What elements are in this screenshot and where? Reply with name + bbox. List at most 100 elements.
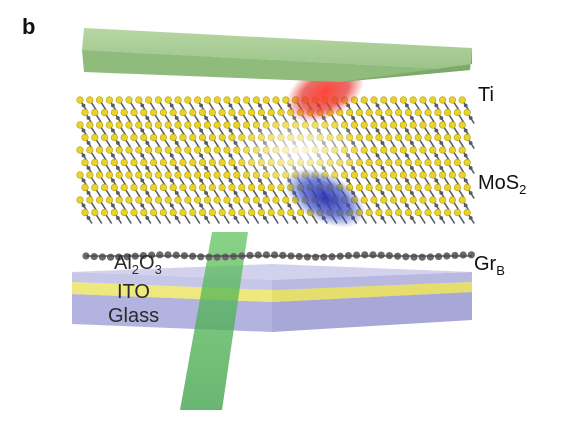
molybdenum-atom	[405, 153, 409, 158]
sulfur-atom	[434, 183, 442, 192]
sulfur-atom	[120, 183, 128, 192]
sulfur-atom	[448, 121, 457, 129]
sulfur-atom	[179, 183, 187, 192]
graphene-atom	[164, 251, 172, 259]
sulfur-atom	[233, 196, 241, 204]
sulfur-atom	[390, 121, 398, 129]
sulfur-atom	[164, 121, 172, 129]
sulfur-atom	[439, 171, 447, 179]
sulfur-atom	[91, 133, 99, 142]
sulfur-atom	[370, 146, 378, 154]
molybdenum-atom	[81, 153, 86, 158]
molybdenum-atom	[233, 166, 238, 170]
label-al2o3-s2: 3	[154, 262, 162, 277]
sulfur-atom	[105, 171, 113, 179]
molybdenum-atom	[169, 203, 174, 208]
label-al2o3-s1: 2	[131, 262, 140, 277]
sulfur-atom	[208, 183, 216, 192]
sulfur-atom	[385, 158, 393, 167]
hot-spot-glow	[230, 110, 370, 190]
sulfur-atom	[228, 183, 236, 192]
sulfur-atom	[115, 96, 123, 104]
sulfur-atom	[164, 171, 172, 179]
sulfur-atom	[390, 196, 398, 204]
molybdenum-atom	[111, 128, 115, 133]
sulfur-atom	[453, 183, 462, 192]
sulfur-atom	[395, 133, 403, 142]
graphene-atom	[426, 253, 434, 261]
graphene-atom	[271, 251, 279, 259]
molybdenum-atom	[86, 216, 91, 220]
sulfur-atom	[208, 133, 216, 142]
sulfur-atom	[458, 196, 466, 204]
sulfur-atom	[110, 208, 118, 217]
sulfur-atom	[81, 133, 89, 142]
molybdenum-atom	[204, 166, 209, 170]
molybdenum-atom	[228, 128, 233, 133]
sulfur-atom	[189, 183, 197, 192]
sulfur-atom	[100, 108, 109, 117]
sulfur-atom	[125, 171, 133, 179]
sulfur-atom	[115, 171, 123, 179]
sulfur-atom	[360, 121, 368, 129]
label-ti-text: Ti	[478, 84, 494, 106]
sulfur-atom	[154, 96, 162, 104]
sulfur-atom	[223, 121, 231, 129]
graphene-atom	[172, 251, 180, 259]
sulfur-atom	[218, 208, 226, 217]
laser-beam	[180, 232, 248, 410]
sulfur-atom	[419, 121, 427, 129]
sulfur-atom	[453, 208, 462, 217]
sulfur-atom	[399, 196, 408, 204]
molybdenum-atom	[169, 103, 174, 108]
sulfur-atom	[390, 96, 398, 104]
sulfur-atom	[233, 96, 241, 104]
sulfur-atom	[199, 133, 207, 142]
sulfur-atom	[145, 171, 153, 179]
sulfur-atom	[404, 133, 413, 142]
sulfur-atom	[174, 121, 182, 129]
molybdenum-atom	[434, 103, 439, 108]
sulfur-atom	[395, 158, 403, 167]
molybdenum-atom	[174, 141, 179, 145]
sulfur-atom	[218, 108, 226, 117]
sulfur-atom	[414, 208, 422, 217]
sulfur-atom	[86, 121, 94, 129]
molybdenum-atom	[434, 178, 439, 183]
graphene-atom	[246, 251, 254, 259]
sulfur-atom	[463, 133, 471, 142]
molybdenum-atom	[204, 116, 209, 120]
sulfur-atom	[365, 183, 373, 192]
sulfur-atom	[463, 183, 471, 192]
sulfur-atom	[203, 171, 211, 179]
label-mos2-base: MoS	[478, 172, 520, 194]
sulfur-atom	[120, 208, 128, 217]
molybdenum-atom	[351, 116, 355, 120]
sulfur-atom	[150, 208, 158, 217]
sulfur-atom	[208, 158, 216, 167]
sulfur-atom	[439, 146, 447, 154]
sulfur-atom	[424, 208, 432, 217]
sulfur-atom	[169, 208, 177, 217]
sulfur-atom	[100, 158, 109, 167]
sulfur-atom	[434, 208, 442, 217]
molybdenum-atom	[439, 191, 444, 195]
sulfur-atom	[169, 133, 177, 142]
label-ito: ITO	[117, 281, 150, 303]
sulfur-atom	[164, 96, 172, 104]
sulfur-atom	[95, 196, 104, 204]
sulfur-atom	[130, 133, 138, 142]
molybdenum-atom	[287, 203, 292, 208]
sulfur-atom	[218, 183, 226, 192]
sulfur-atom	[395, 108, 403, 117]
al2o3-layer-right	[272, 272, 472, 290]
sulfur-atom	[199, 108, 207, 117]
molybdenum-atom	[375, 178, 380, 183]
sulfur-atom	[399, 171, 408, 179]
sulfur-atom	[404, 158, 413, 167]
graphene-atom	[402, 253, 410, 261]
sulfur-atom	[385, 133, 393, 142]
sulfur-atom	[125, 146, 133, 154]
sulfur-atom	[228, 108, 236, 117]
sulfur-atom	[159, 133, 167, 142]
